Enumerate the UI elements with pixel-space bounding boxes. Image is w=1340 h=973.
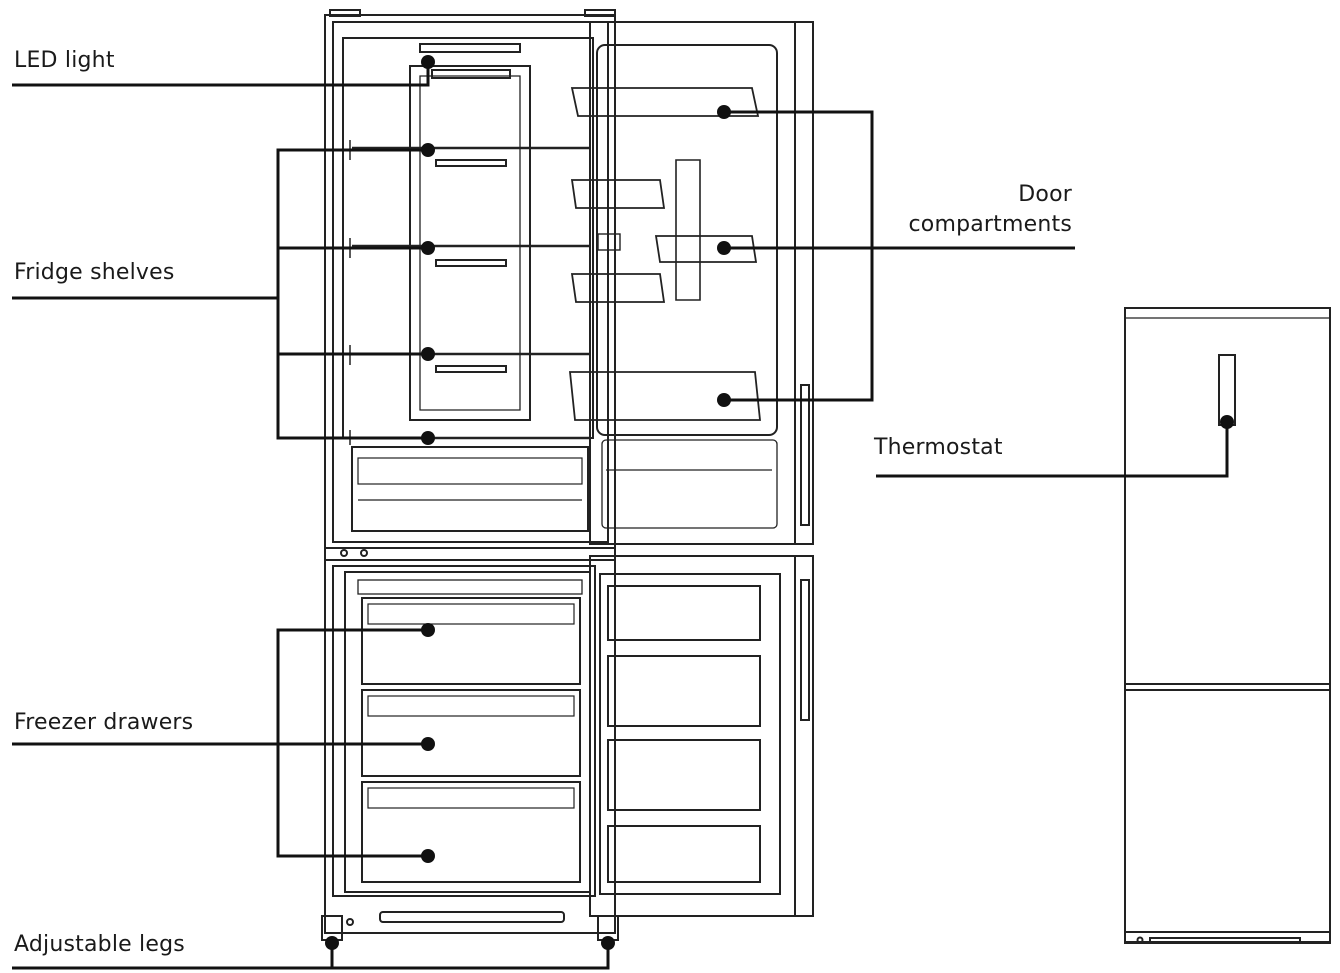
- led-light-panel: [419, 43, 521, 53]
- label-thermostat: Thermostat: [874, 435, 1003, 460]
- freezer-drawers: [357, 579, 583, 883]
- fridge-body-outline: [324, 14, 616, 934]
- fridge-shelves: [352, 146, 590, 440]
- callout-lines: [12, 62, 1229, 970]
- label-led-light: LED light: [14, 48, 115, 73]
- thermostat-handle: [1218, 354, 1236, 426]
- label-door-compartments-line1: Door: [1018, 182, 1072, 207]
- label-adjustable-legs: Adjustable legs: [14, 932, 185, 957]
- door-compartment-shelves: [569, 87, 761, 421]
- label-fridge-shelves: Fridge shelves: [14, 260, 175, 285]
- adjustable-legs: [321, 915, 619, 941]
- label-door-compartments-line2: compartments: [908, 212, 1072, 237]
- closed-fridge-body: [1124, 307, 1331, 944]
- fridge-door: [569, 21, 814, 545]
- closed-fridge: [1124, 307, 1331, 944]
- callout-dots: [325, 55, 1234, 950]
- freezer-door: [589, 555, 814, 917]
- label-door-compartments: Door compartments: [880, 180, 1072, 240]
- label-freezer-drawers: Freezer drawers: [14, 710, 194, 735]
- crisper-drawer: [351, 446, 589, 532]
